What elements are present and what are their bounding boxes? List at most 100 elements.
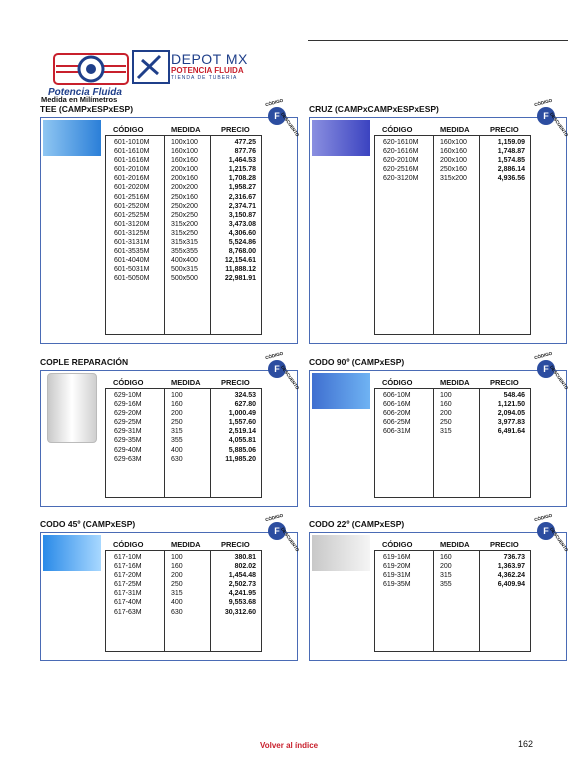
product-code: 629-25M (114, 419, 142, 427)
column-header-size: MEDIDA (171, 125, 201, 134)
product-size: 160x160 (171, 157, 198, 165)
column-header-price: PRECIO (490, 378, 519, 387)
potencia-fluida-logo (53, 53, 129, 85)
brand-right-title: DEPOT MX (171, 51, 248, 67)
table-bottom-rule (375, 651, 530, 652)
product-size: 400 (171, 599, 183, 607)
product-code: 606-16M (383, 401, 411, 409)
product-code: 629-31M (114, 428, 142, 436)
brand-right-tagline: TIENDA DE TUBERIA (171, 75, 238, 81)
column-header-price: PRECIO (221, 540, 250, 549)
product-price: 6,491.64 (497, 428, 525, 436)
product-code: 601-3125M (114, 229, 150, 237)
depot-mx-logo-mark (132, 50, 170, 84)
product-size: 500x315 (171, 266, 198, 274)
product-code: 620-2010M (383, 157, 419, 165)
product-code: 601-2520M (114, 202, 150, 210)
section-title: TEE (CAMPxESPxESP) (40, 104, 134, 114)
back-to-index-link[interactable]: Volver al índice (260, 741, 319, 750)
column-header-code: CÓDIGO (113, 540, 144, 549)
product-code: 617-40M (114, 599, 142, 607)
column-divider (433, 135, 434, 335)
column-header-size: MEDIDA (171, 378, 201, 387)
badge-code-label: CÓDIGO (533, 97, 553, 108)
table-bottom-rule (106, 334, 261, 335)
product-size: 160 (440, 554, 452, 561)
product-size: 100 (171, 392, 183, 399)
product-code: 606-10M (383, 392, 411, 399)
product-code: 620-2516M (383, 166, 419, 174)
brand-left-name: Potencia Fluida (48, 87, 122, 98)
product-size: 250x160 (171, 193, 198, 201)
product-code: 620-1610M (383, 139, 419, 146)
table-top-rule (375, 550, 530, 551)
discount-badge-icon: F (537, 522, 555, 540)
product-price: 2,094.05 (497, 410, 525, 418)
product-price: 1,557.60 (228, 419, 256, 427)
product-size: 250x250 (171, 211, 198, 219)
product-price: 3,977.83 (497, 419, 525, 427)
product-image (312, 373, 370, 409)
units-subtitle: Medida en Milímetros (41, 95, 118, 104)
column-header-size: MEDIDA (171, 540, 201, 549)
table-top-rule (375, 388, 530, 389)
column-header-price: PRECIO (490, 540, 519, 549)
product-price: 3,150.87 (228, 211, 256, 219)
discount-badge-icon: F (268, 360, 286, 378)
product-size: 250 (171, 581, 183, 589)
product-size: 160x160 (440, 148, 467, 156)
column-divider (164, 135, 165, 335)
product-code: 620-3120M (383, 175, 419, 183)
product-price: 2,374.71 (228, 202, 256, 210)
product-code: 617-10M (114, 554, 142, 561)
product-price: 1,454.48 (228, 572, 256, 580)
product-price: 4,241.95 (228, 590, 256, 598)
product-price: 324.53 (234, 392, 256, 399)
product-code: 601-2010M (114, 166, 150, 174)
section-title: CRUZ (CAMPxCAMPxESPxESP) (309, 104, 439, 114)
product-price: 736.73 (503, 554, 525, 561)
product-code: 606-20M (383, 410, 411, 418)
product-size: 160 (171, 563, 183, 571)
table-top-rule (106, 388, 261, 389)
column-header-size: MEDIDA (440, 540, 470, 549)
product-code: 601-5050M (114, 275, 150, 283)
product-code: 619-16M (383, 554, 411, 561)
product-price: 6,409.94 (497, 581, 525, 589)
column-divider (210, 388, 211, 498)
column-header-code: CÓDIGO (382, 125, 413, 134)
product-price: 1,363.97 (497, 563, 525, 571)
column-divider (164, 550, 165, 652)
product-code: 617-63M (114, 608, 142, 616)
product-price: 1,215.78 (228, 166, 256, 174)
product-size: 200 (440, 563, 452, 571)
product-price: 5,524.86 (228, 239, 256, 247)
column-divider (164, 388, 165, 498)
product-price: 2,502.73 (228, 581, 256, 589)
product-size: 315x200 (440, 175, 467, 183)
product-price: 380.81 (234, 554, 256, 561)
